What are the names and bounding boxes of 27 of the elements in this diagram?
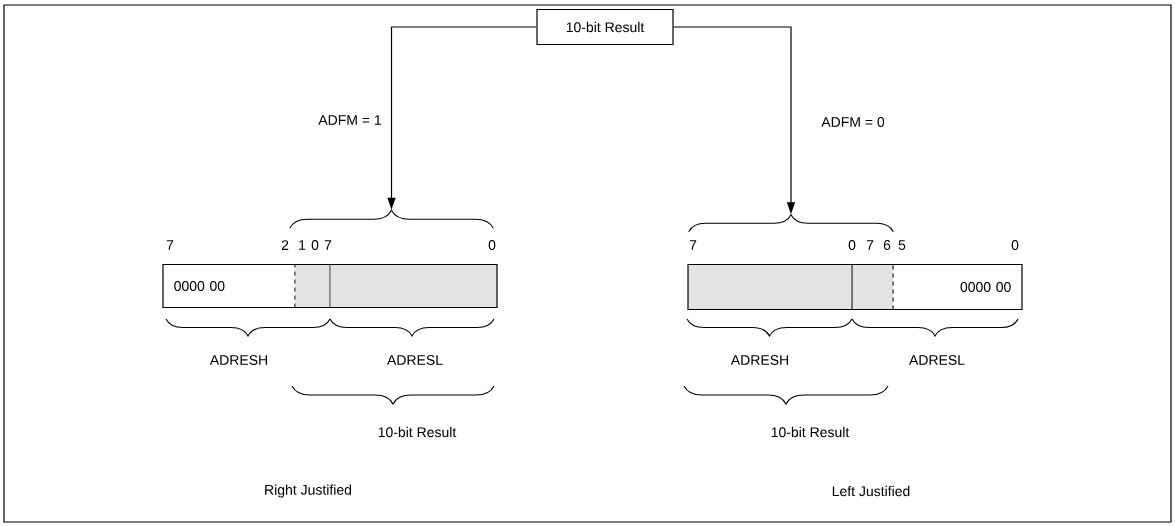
caption: Left Justified bbox=[832, 485, 910, 497]
bit-number: 0 bbox=[488, 240, 496, 250]
bit-number: 0 bbox=[311, 240, 319, 250]
bit-number: 7 bbox=[689, 240, 697, 250]
bit-number: 7 bbox=[166, 240, 174, 250]
bit-number: 1 bbox=[299, 240, 306, 250]
register-name: ADRESH bbox=[730, 355, 789, 365]
bit-number: 7 bbox=[866, 240, 874, 250]
edge-label: ADFM = 0 bbox=[819, 115, 887, 129]
register-name: ADRESL bbox=[387, 355, 443, 365]
register-name: ADRESL bbox=[909, 355, 965, 365]
bit-number: 0 bbox=[848, 240, 856, 250]
brace bbox=[289, 209, 494, 229]
bit-number: 7 bbox=[324, 240, 332, 250]
brace-label: 10-bit Result bbox=[378, 426, 457, 438]
register-name: ADRESH bbox=[209, 355, 268, 365]
edge-label: ADFM = 1 bbox=[316, 113, 384, 127]
bit-number: 2 bbox=[281, 240, 289, 250]
register-box: 0000 00 bbox=[162, 263, 498, 309]
brace bbox=[688, 214, 894, 233]
brace-label: 10-bit Result bbox=[771, 426, 850, 438]
bit-number: 5 bbox=[898, 240, 906, 250]
bit-number: 0 bbox=[1011, 240, 1019, 250]
register-box: 0000 00 bbox=[687, 263, 1023, 311]
caption: Right Justified bbox=[265, 484, 352, 498]
bit-number: 6 bbox=[883, 240, 891, 250]
result-box: 10-bit Result bbox=[536, 8, 674, 46]
